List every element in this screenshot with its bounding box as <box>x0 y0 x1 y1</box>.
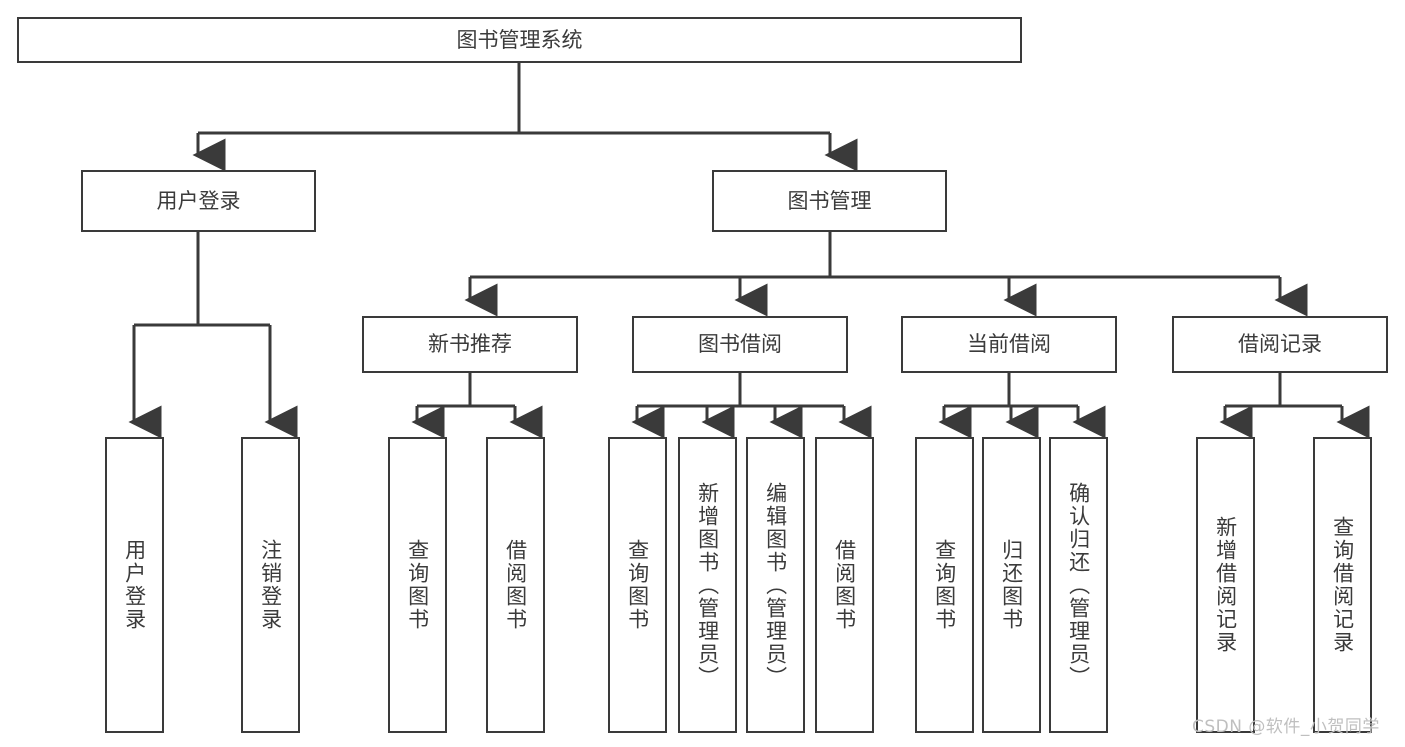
leaf-current-confirm-return[interactable]: 确认归还（管理员） <box>1049 437 1108 733</box>
leaf-current-query-book[interactable]: 查询图书 <box>915 437 974 733</box>
leaf-newbook-borrow-book-label: 借阅图书 <box>503 539 528 631</box>
leaf-record-add-record-label: 新增借阅记录 <box>1213 516 1238 654</box>
node-root-label: 图书管理系统 <box>456 27 583 52</box>
leaf-current-return-book-label: 归还图书 <box>999 539 1024 631</box>
node-borrow-record[interactable]: 借阅记录 <box>1172 316 1388 373</box>
leaf-borrow-query-book[interactable]: 查询图书 <box>608 437 667 733</box>
leaf-newbook-query-book-label: 查询图书 <box>405 539 430 631</box>
node-new-book-recommend-label: 新书推荐 <box>428 332 512 357</box>
leaf-borrow-query-book-label: 查询图书 <box>625 539 650 631</box>
node-book-borrow-label: 图书借阅 <box>698 332 782 357</box>
leaf-user-login-label: 用户登录 <box>122 539 147 631</box>
leaf-borrow-borrow-book[interactable]: 借阅图书 <box>815 437 874 733</box>
leaf-user-logout-label: 注销登录 <box>258 539 283 631</box>
node-current-borrow-label: 当前借阅 <box>967 332 1051 357</box>
leaf-borrow-borrow-book-label: 借阅图书 <box>832 539 857 631</box>
node-user-login-label: 用户登录 <box>156 188 241 213</box>
node-book-borrow[interactable]: 图书借阅 <box>632 316 848 373</box>
leaf-current-confirm-return-label: 确认归还（管理员） <box>1066 481 1091 689</box>
leaf-borrow-edit-book[interactable]: 编辑图书（管理员） <box>746 437 805 733</box>
leaf-record-query-record-label: 查询借阅记录 <box>1330 516 1355 654</box>
leaf-borrow-edit-book-label: 编辑图书（管理员） <box>763 481 788 689</box>
node-book-management-label: 图书管理 <box>787 188 872 213</box>
leaf-user-logout[interactable]: 注销登录 <box>241 437 300 733</box>
leaf-record-query-record[interactable]: 查询借阅记录 <box>1313 437 1372 733</box>
watermark: CSDN @软件_小贺同学 <box>1192 717 1380 737</box>
node-book-management[interactable]: 图书管理 <box>712 170 947 232</box>
leaf-newbook-query-book[interactable]: 查询图书 <box>388 437 447 733</box>
leaf-newbook-borrow-book[interactable]: 借阅图书 <box>486 437 545 733</box>
leaf-borrow-add-book-label: 新增图书（管理员） <box>695 481 720 689</box>
leaf-current-query-book-label: 查询图书 <box>932 539 957 631</box>
leaf-user-login[interactable]: 用户登录 <box>105 437 164 733</box>
node-borrow-record-label: 借阅记录 <box>1238 332 1322 357</box>
leaf-record-add-record[interactable]: 新增借阅记录 <box>1196 437 1255 733</box>
node-user-login[interactable]: 用户登录 <box>81 170 316 232</box>
node-new-book-recommend[interactable]: 新书推荐 <box>362 316 578 373</box>
node-current-borrow[interactable]: 当前借阅 <box>901 316 1117 373</box>
node-root[interactable]: 图书管理系统 <box>17 17 1022 63</box>
leaf-current-return-book[interactable]: 归还图书 <box>982 437 1041 733</box>
leaf-borrow-add-book[interactable]: 新增图书（管理员） <box>678 437 737 733</box>
